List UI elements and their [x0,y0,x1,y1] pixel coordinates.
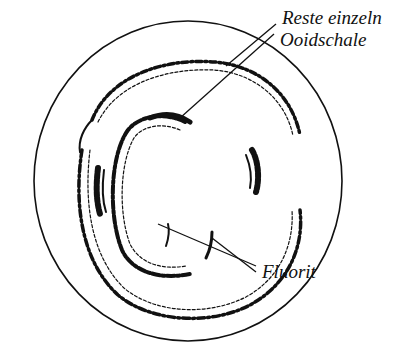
leader-line [158,24,276,272]
callout-label: Reste einzeln [282,8,382,27]
grain-outline [34,21,342,341]
callout-label: Ooidschale [280,30,367,49]
callout-label: Fluorit [262,262,316,281]
ooid-shell-inner [97,115,190,276]
shell-fragment [166,150,258,258]
